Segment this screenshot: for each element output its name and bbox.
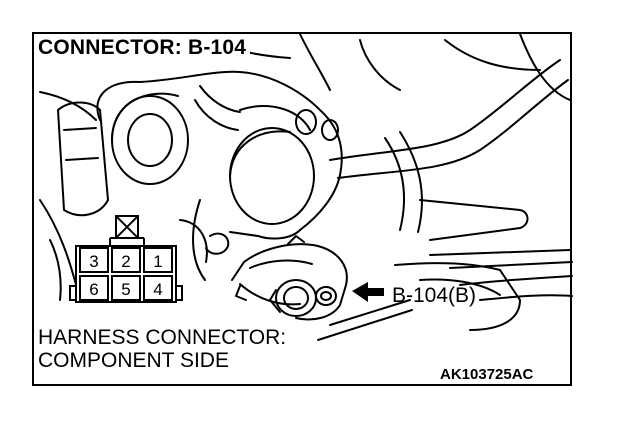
pin-label: 4 [153,280,162,299]
sensor-connector [231,235,348,321]
harness-connector-face: 3 2 1 6 5 4 [69,215,183,303]
throttle-body [39,33,343,301]
connector-callout-label: B-104(B) [392,284,477,307]
description-line-2: COMPONENT SIDE [38,349,229,372]
hose-lines [329,33,573,331]
pin-label: 3 [89,252,98,271]
pin-label: 1 [153,252,162,271]
pin-label: 2 [121,252,130,271]
description-line-1: HARNESS CONNECTOR: [38,326,287,349]
connector-description: HARNESS CONNECTOR: COMPONENT SIDE [38,326,286,372]
pin-label: 5 [121,280,130,299]
diagram-frame [32,32,572,386]
diagram-title: CONNECTOR: B-104 [36,36,251,60]
callout-arrow [352,282,384,302]
diagram-code: AK103725AC [440,366,534,383]
leader-lines [317,299,413,341]
pin-label: 6 [89,280,98,299]
